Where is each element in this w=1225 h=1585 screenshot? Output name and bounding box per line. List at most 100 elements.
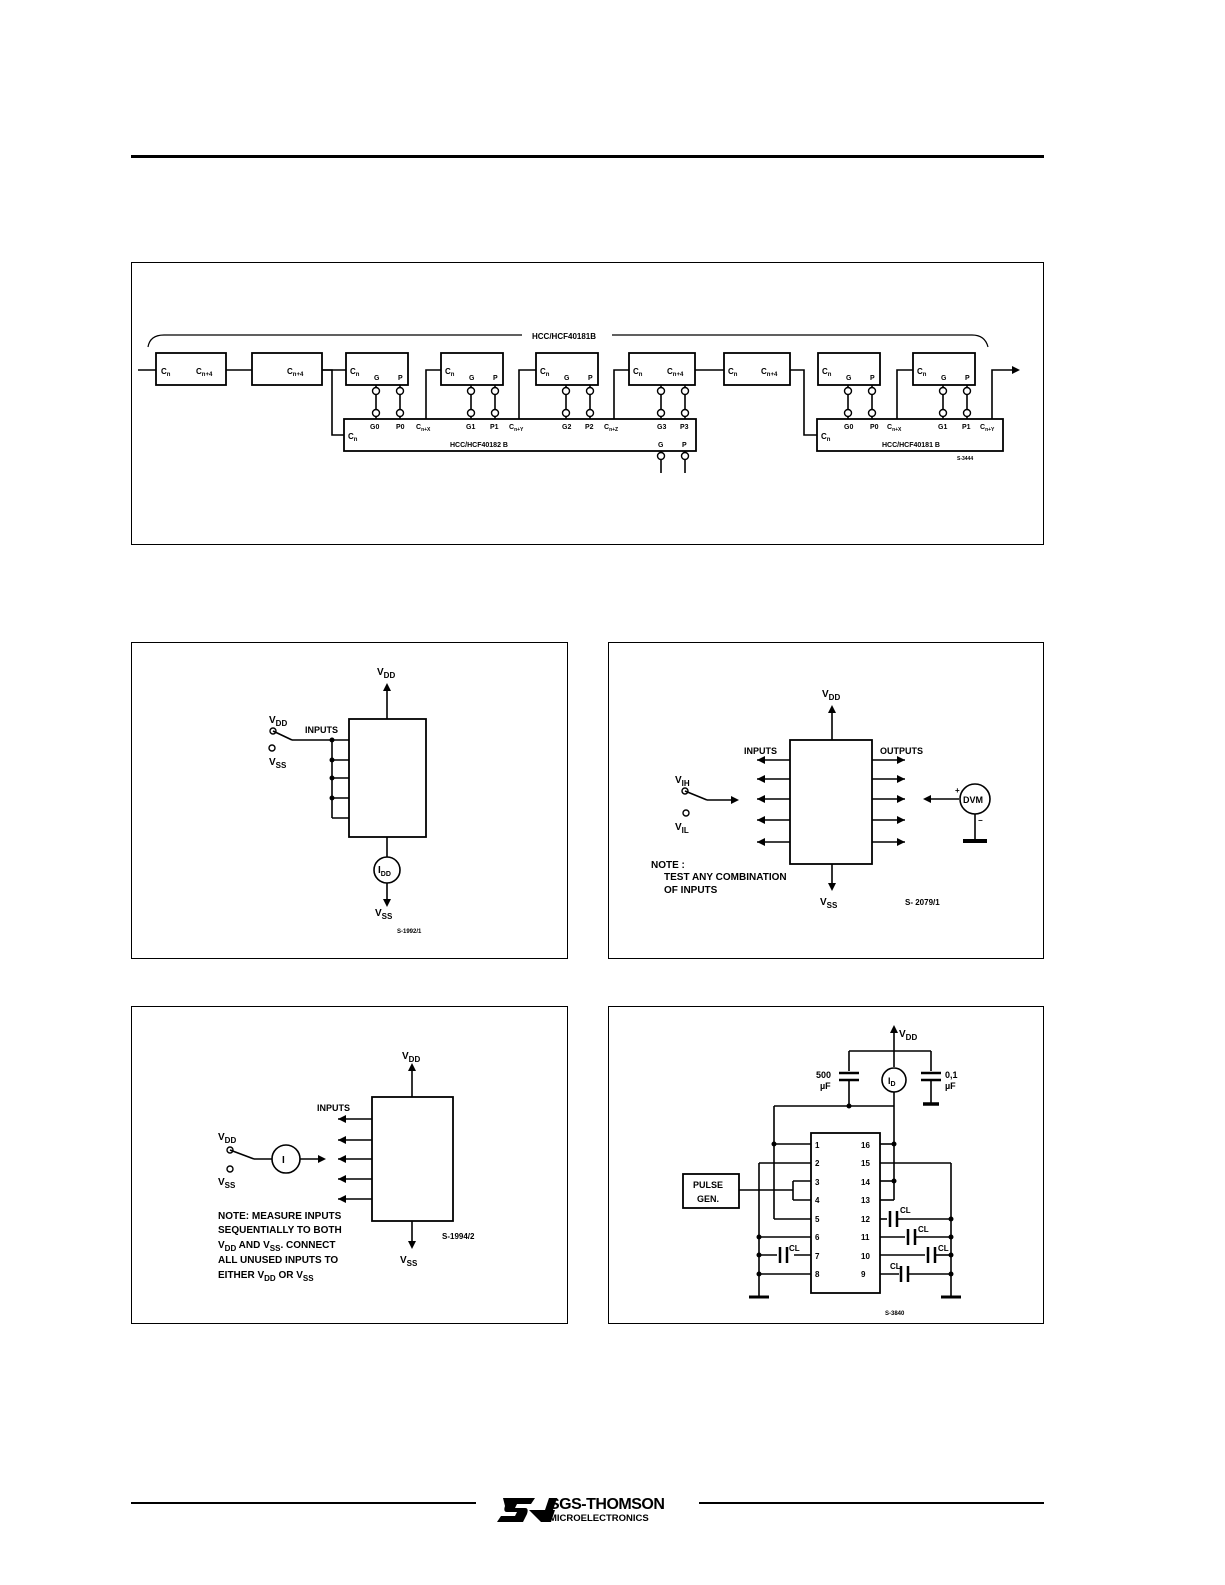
svg-text:7: 7: [815, 1252, 820, 1261]
svg-text:Cn+Y: Cn+Y: [509, 424, 524, 433]
svg-text:VSS: VSS: [218, 1177, 236, 1190]
svg-text:8: 8: [815, 1270, 820, 1279]
svg-text:P: P: [965, 375, 970, 382]
figure-ref: S-1992/1: [397, 929, 422, 935]
figure-ref: S-3444: [957, 456, 973, 462]
svg-text:G3: G3: [657, 424, 666, 431]
carry-lookahead-diagram: HCC/HCF40181B Cn Cn+4 Cn+4 Cn G P Cn G P…: [138, 332, 1020, 473]
svg-text:VDD: VDD: [822, 689, 840, 702]
svg-text:Cn: Cn: [728, 367, 738, 378]
chip-40182-label: HCC/HCF40182 B: [450, 442, 508, 449]
note-line-1: NOTE: MEASURE INPUTS: [218, 1211, 342, 1222]
svg-text:ID: ID: [888, 1076, 896, 1088]
svg-text:G: G: [374, 375, 380, 382]
svg-text:P: P: [588, 375, 593, 382]
svg-text:2: 2: [815, 1159, 820, 1168]
input-voltage-diagram: VDD INPUTS OUTPUTS VIH VIL: [651, 689, 991, 910]
svg-text:G: G: [469, 375, 475, 382]
input-leakage-diagram: VDD INPUTS VDD I VSS VSS S-1994/2 NOTE: …: [218, 1051, 475, 1283]
figure-input-voltage: VDD INPUTS OUTPUTS VIH VIL: [608, 642, 1044, 959]
svg-text:P0: P0: [396, 424, 405, 431]
svg-text:P1: P1: [490, 424, 499, 431]
chip-40181-label: HCC/HCF40181 B: [882, 442, 940, 449]
figure-quiescent-current: VDD VDD VSS INPUTS IDD VSS S-1992/1: [131, 642, 568, 959]
svg-text:VDD: VDD: [402, 1051, 420, 1064]
svg-text:G0: G0: [844, 424, 853, 431]
svg-text:VIL: VIL: [675, 822, 689, 835]
st-logo-mark-s: [497, 1498, 535, 1522]
svg-text:P: P: [493, 375, 498, 382]
svg-text:Cn+4: Cn+4: [196, 367, 213, 378]
svg-text:Cn: Cn: [822, 367, 832, 378]
svg-text:VDD: VDD: [269, 715, 287, 728]
svg-text:G1: G1: [466, 424, 475, 431]
svg-text:VSS: VSS: [400, 1255, 418, 1268]
alu-block-1: [155, 352, 227, 386]
alu-block-8: [817, 352, 881, 386]
svg-text:P3: P3: [680, 424, 689, 431]
svg-text:VDD: VDD: [377, 667, 395, 680]
svg-text:VSS: VSS: [375, 908, 393, 921]
svg-text:VDD: VDD: [218, 1132, 236, 1145]
svg-text:10: 10: [861, 1252, 870, 1261]
svg-text:Cn: Cn: [540, 367, 550, 378]
figure-ref: S-1994/2: [442, 1232, 475, 1241]
svg-text:VDD: VDD: [899, 1029, 917, 1042]
note-line-3: VDD AND VSS. CONNECT: [218, 1240, 335, 1253]
company-name: SGS-THOMSON: [549, 1496, 664, 1513]
note-line-4: ALL UNUSED INPUTS TO: [218, 1255, 338, 1266]
svg-text:PULSE: PULSE: [693, 1180, 723, 1190]
alu-block-9: [912, 352, 976, 386]
svg-text:3: 3: [815, 1178, 820, 1187]
alu-chip-40181: [816, 418, 1004, 452]
svg-text:16: 16: [861, 1141, 870, 1150]
alu-block-3: [345, 352, 409, 386]
svg-text:Cn+4: Cn+4: [287, 367, 304, 378]
note-line-5: EITHER VDD OR VSS: [218, 1270, 314, 1283]
bracket-left: [147, 334, 522, 348]
svg-text:G: G: [941, 375, 947, 382]
svg-text:G: G: [846, 375, 852, 382]
note-line-2: TEST ANY COMBINATION: [664, 872, 787, 883]
svg-text:GEN.: GEN.: [697, 1194, 719, 1204]
svg-text:15: 15: [861, 1159, 870, 1168]
alu-block-2: [251, 352, 323, 386]
svg-text:Cn+Y: Cn+Y: [980, 424, 995, 433]
svg-text:µF: µF: [945, 1081, 956, 1091]
ic-under-test: [810, 1132, 881, 1294]
svg-text:14: 14: [861, 1178, 870, 1187]
header-rule: [131, 155, 1044, 158]
note-line-2: SEQUENTIALLY TO BOTH: [218, 1225, 342, 1236]
svg-text:P0: P0: [870, 424, 879, 431]
svg-text:Cn: Cn: [350, 367, 360, 378]
svg-text:G: G: [564, 375, 570, 382]
note-line-3: OF INPUTS: [664, 885, 718, 896]
svg-text:13: 13: [861, 1196, 870, 1205]
footer-rule-left: [131, 1502, 476, 1504]
alu-block-5: [535, 352, 599, 386]
svg-text:Cn+X: Cn+X: [416, 424, 431, 433]
svg-text:CL: CL: [890, 1262, 901, 1271]
svg-text:G: G: [658, 442, 664, 449]
svg-text:VSS: VSS: [269, 757, 287, 770]
note-line-1: NOTE :: [651, 860, 685, 871]
company-division: MICROELECTRONICS: [549, 1513, 649, 1524]
svg-text:Cn+Z: Cn+Z: [604, 424, 618, 433]
svg-text:G0: G0: [370, 424, 379, 431]
svg-text:Cn: Cn: [348, 432, 358, 443]
svg-text:I: I: [282, 1155, 285, 1166]
svg-text:Cn: Cn: [161, 367, 171, 378]
figure-carry-lookahead: HCC/HCF40181B Cn Cn+4 Cn+4 Cn G P Cn G P…: [131, 262, 1044, 545]
svg-text:CL: CL: [789, 1244, 800, 1253]
bracket-right: [612, 334, 989, 348]
svg-text:P1: P1: [962, 424, 971, 431]
svg-text:G2: G2: [562, 424, 571, 431]
svg-text:Cn: Cn: [917, 367, 927, 378]
svg-text:1: 1: [815, 1141, 820, 1150]
svg-text:+: +: [955, 786, 960, 795]
svg-text:−: −: [978, 816, 983, 825]
svg-text:Cn+4: Cn+4: [761, 367, 778, 378]
bracket-label: HCC/HCF40181B: [532, 332, 596, 341]
ammeter-i: [271, 1144, 301, 1174]
st-logo-mark-t: [529, 1498, 557, 1522]
